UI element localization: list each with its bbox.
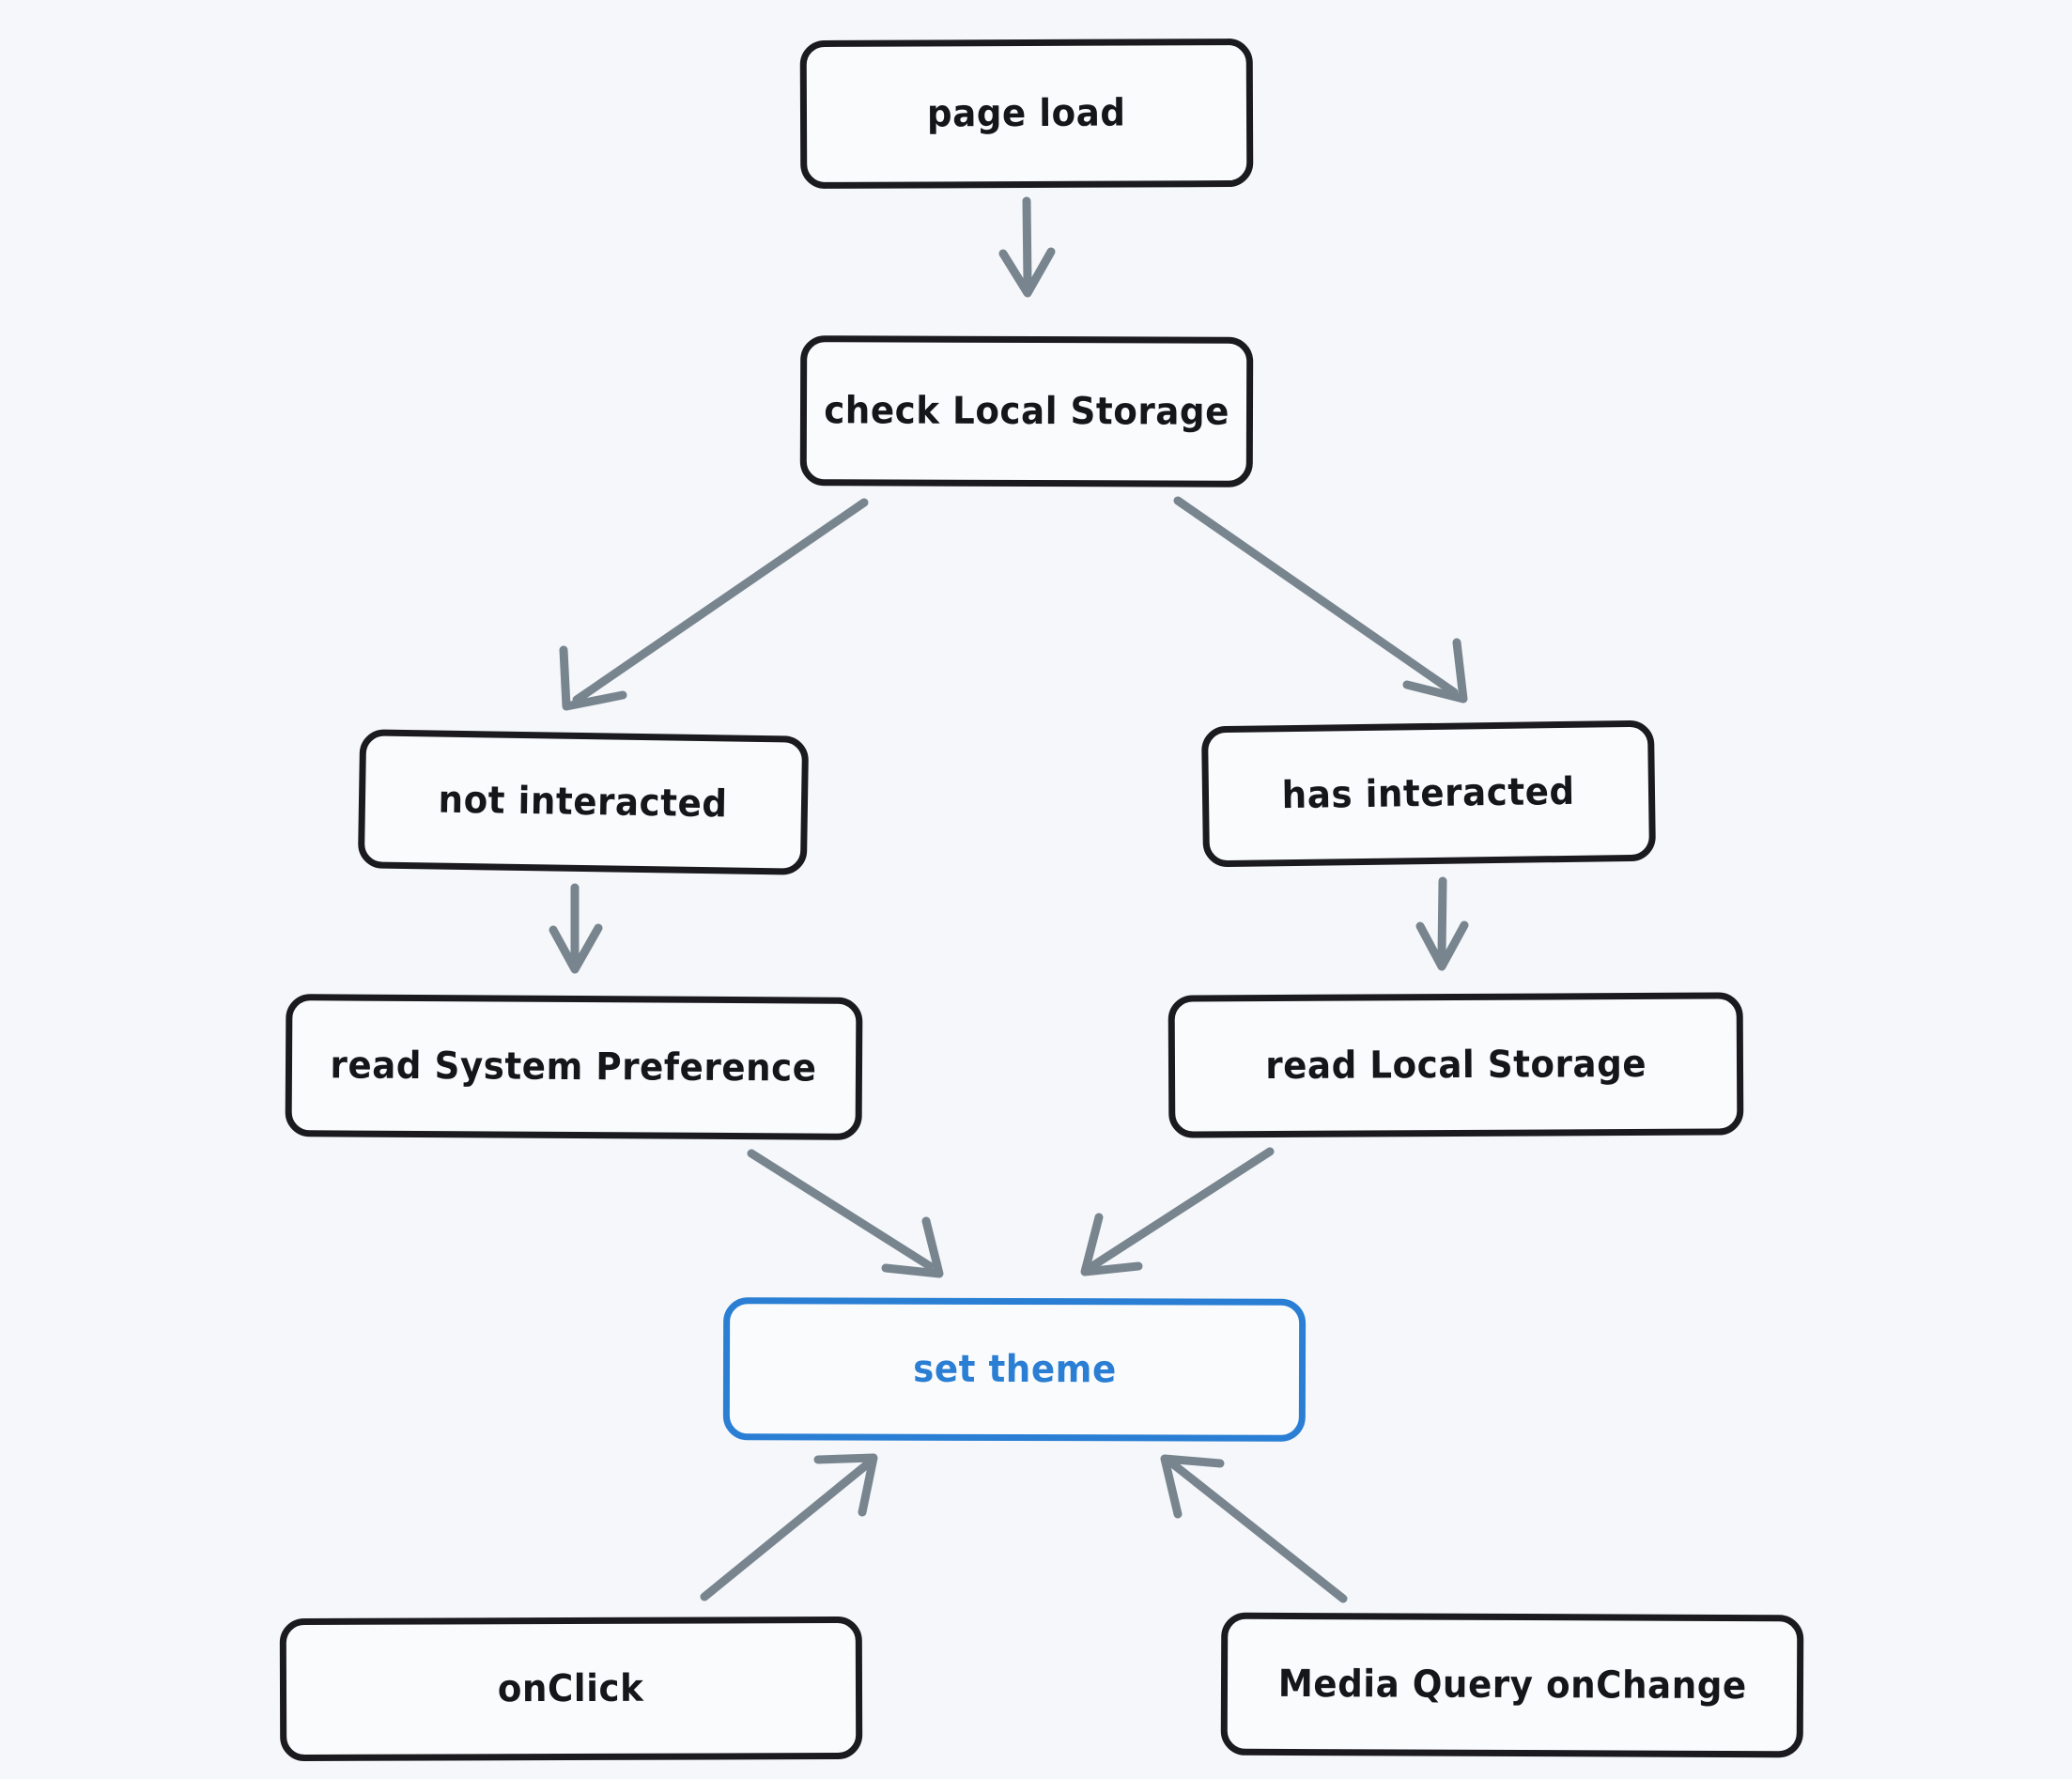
edge-onclick-to-set-theme: [700, 1453, 878, 1601]
node-read-local-storage-label: read Local Storage: [1264, 1042, 1647, 1089]
node-not-interacted[interactable]: not interacted: [357, 729, 810, 875]
node-has-interacted-label: has interacted: [1281, 769, 1576, 818]
node-page-load-label: page load: [927, 91, 1126, 136]
edge-check-local-storage-to-has-interacted: [1173, 496, 1468, 704]
node-read-system-preference-label: read System Preference: [330, 1044, 818, 1091]
edge-not-interacted-to-read-system-preference: [549, 883, 603, 974]
edge-read-system-preference-to-set-theme: [747, 1149, 944, 1278]
edge-page-load-to-check-local-storage: [998, 196, 1056, 298]
node-set-theme-label: set theme: [912, 1347, 1117, 1392]
node-media-query-onchange-label: Media Query onChange: [1277, 1662, 1747, 1709]
edge-read-local-storage-to-set-theme: [1080, 1147, 1275, 1276]
node-check-local-storage[interactable]: check Local Storage: [799, 335, 1254, 487]
node-page-load[interactable]: page load: [799, 38, 1254, 190]
node-onclick-label: onClick: [498, 1666, 644, 1711]
node-check-local-storage-label: check Local Storage: [824, 389, 1229, 434]
node-set-theme[interactable]: set theme: [722, 1297, 1307, 1442]
node-not-interacted-label: not interacted: [438, 778, 729, 827]
node-has-interacted[interactable]: has interacted: [1200, 719, 1657, 868]
node-onclick[interactable]: onClick: [279, 1616, 863, 1762]
node-read-system-preference[interactable]: read System Preference: [285, 994, 863, 1140]
node-read-local-storage[interactable]: read Local Storage: [1167, 992, 1744, 1138]
edge-has-interacted-to-read-local-storage: [1415, 876, 1469, 971]
edge-check-local-storage-to-not-interacted: [559, 498, 869, 711]
node-media-query-onchange[interactable]: Media Query onChange: [1220, 1612, 1804, 1758]
edge-media-query-onchange-to-set-theme: [1160, 1454, 1348, 1603]
